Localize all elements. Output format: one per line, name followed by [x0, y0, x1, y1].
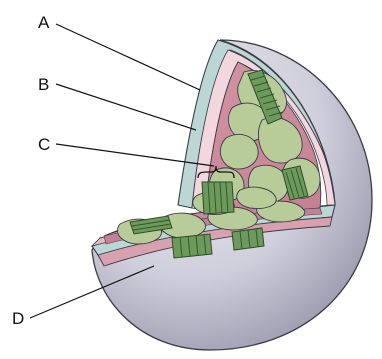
granum-middle: [202, 182, 234, 214]
leader-line-b: [56, 84, 196, 130]
label-c: C: [38, 135, 50, 154]
granum-lower-right: [232, 228, 264, 250]
label-b: B: [38, 75, 49, 94]
leader-line-a: [56, 24, 200, 90]
label-d: D: [12, 309, 24, 328]
label-a: A: [38, 13, 50, 32]
granum-lower-center: [172, 234, 212, 258]
